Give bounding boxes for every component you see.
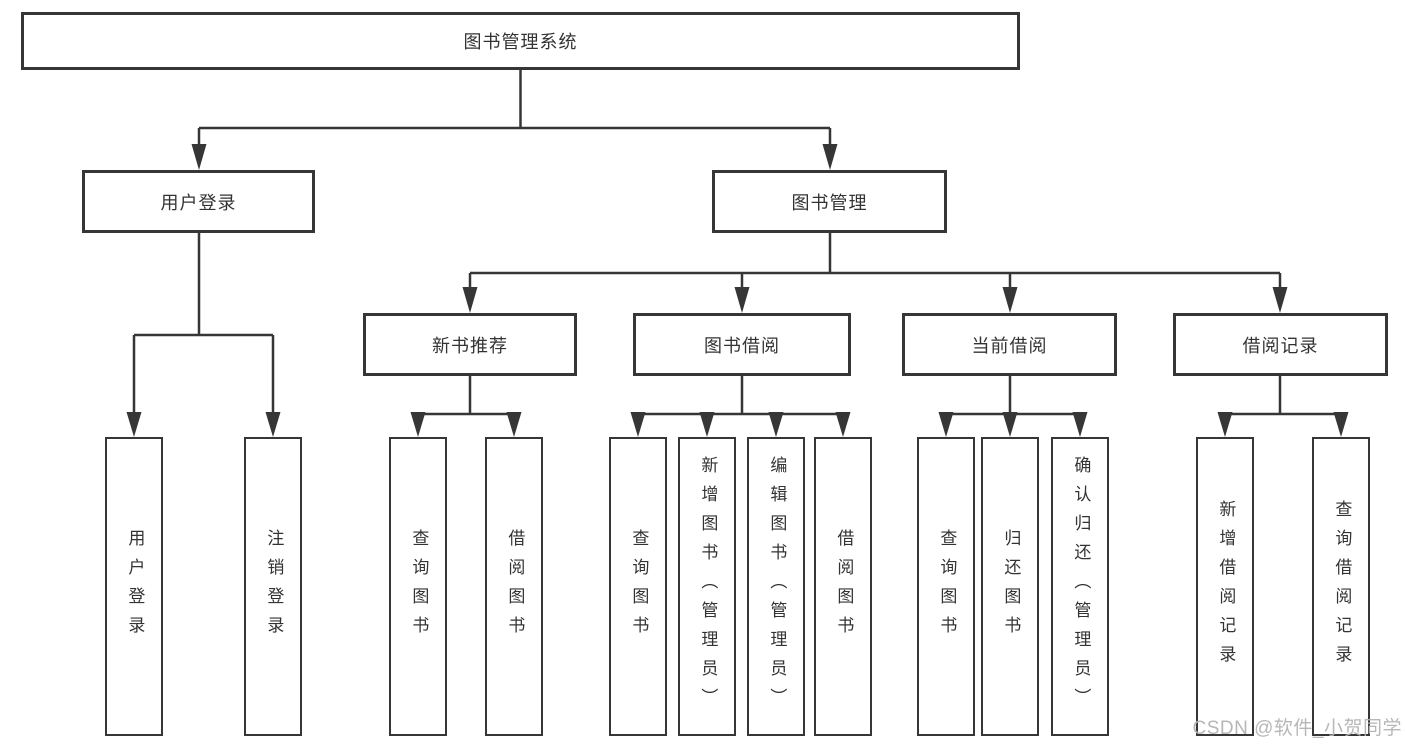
leaf-borrow-books-recommend: 借阅图书 [485, 437, 543, 736]
leaf-label: 确认归还（管理员） [1071, 456, 1091, 717]
leaf-label: 查询图书 [409, 528, 429, 645]
leaf-edit-book-admin: 编辑图书（管理员） [747, 437, 805, 736]
leaf-label: 注销登录 [264, 528, 284, 645]
node-label: 当前借阅 [971, 335, 1048, 356]
node-book-management: 图书管理 [712, 170, 947, 233]
leaf-add-borrow-record: 新增借阅记录 [1196, 437, 1254, 736]
leaf-label: 借阅图书 [505, 528, 525, 645]
leaf-label: 查询图书 [629, 528, 649, 645]
node-label: 借阅记录 [1242, 335, 1319, 356]
csdn-watermark: CSDN @软件_小贺同学 [1192, 718, 1402, 739]
node-user-login: 用户登录 [82, 170, 315, 233]
leaf-add-book-admin: 新增图书（管理员） [678, 437, 736, 736]
node-label: 图书借阅 [704, 335, 780, 356]
leaf-label: 新增借阅记录 [1216, 499, 1236, 674]
leaf-label: 查询图书 [937, 528, 957, 645]
leaf-confirm-return-admin: 确认归还（管理员） [1051, 437, 1109, 736]
node-library-management-system: 图书管理系统 [21, 12, 1020, 70]
node-label: 图书管理系统 [463, 32, 578, 52]
leaf-user-login: 用户登录 [105, 437, 163, 736]
node-label: 图书管理 [791, 192, 868, 213]
leaf-query-books-recommend: 查询图书 [389, 437, 447, 736]
node-new-book-recommend: 新书推荐 [363, 313, 577, 376]
node-current-borrow: 当前借阅 [902, 313, 1117, 376]
leaf-label: 编辑图书（管理员） [767, 456, 787, 717]
leaf-borrow-books: 借阅图书 [814, 437, 872, 736]
leaf-label: 新增图书（管理员） [698, 456, 718, 717]
leaf-logout: 注销登录 [244, 437, 302, 736]
leaf-query-books-borrow: 查询图书 [609, 437, 667, 736]
leaf-label: 用户登录 [125, 528, 145, 645]
leaf-label: 查询借阅记录 [1332, 499, 1352, 674]
leaf-label: 归还图书 [1001, 528, 1021, 645]
node-label: 用户登录 [160, 192, 237, 213]
node-borrow-records: 借阅记录 [1173, 313, 1388, 376]
leaf-query-books-current: 查询图书 [917, 437, 975, 736]
node-book-borrow: 图书借阅 [633, 313, 851, 376]
node-label: 新书推荐 [432, 335, 508, 356]
leaf-query-borrow-record: 查询借阅记录 [1312, 437, 1370, 736]
leaf-return-books: 归还图书 [981, 437, 1039, 736]
leaf-label: 借阅图书 [834, 528, 854, 645]
